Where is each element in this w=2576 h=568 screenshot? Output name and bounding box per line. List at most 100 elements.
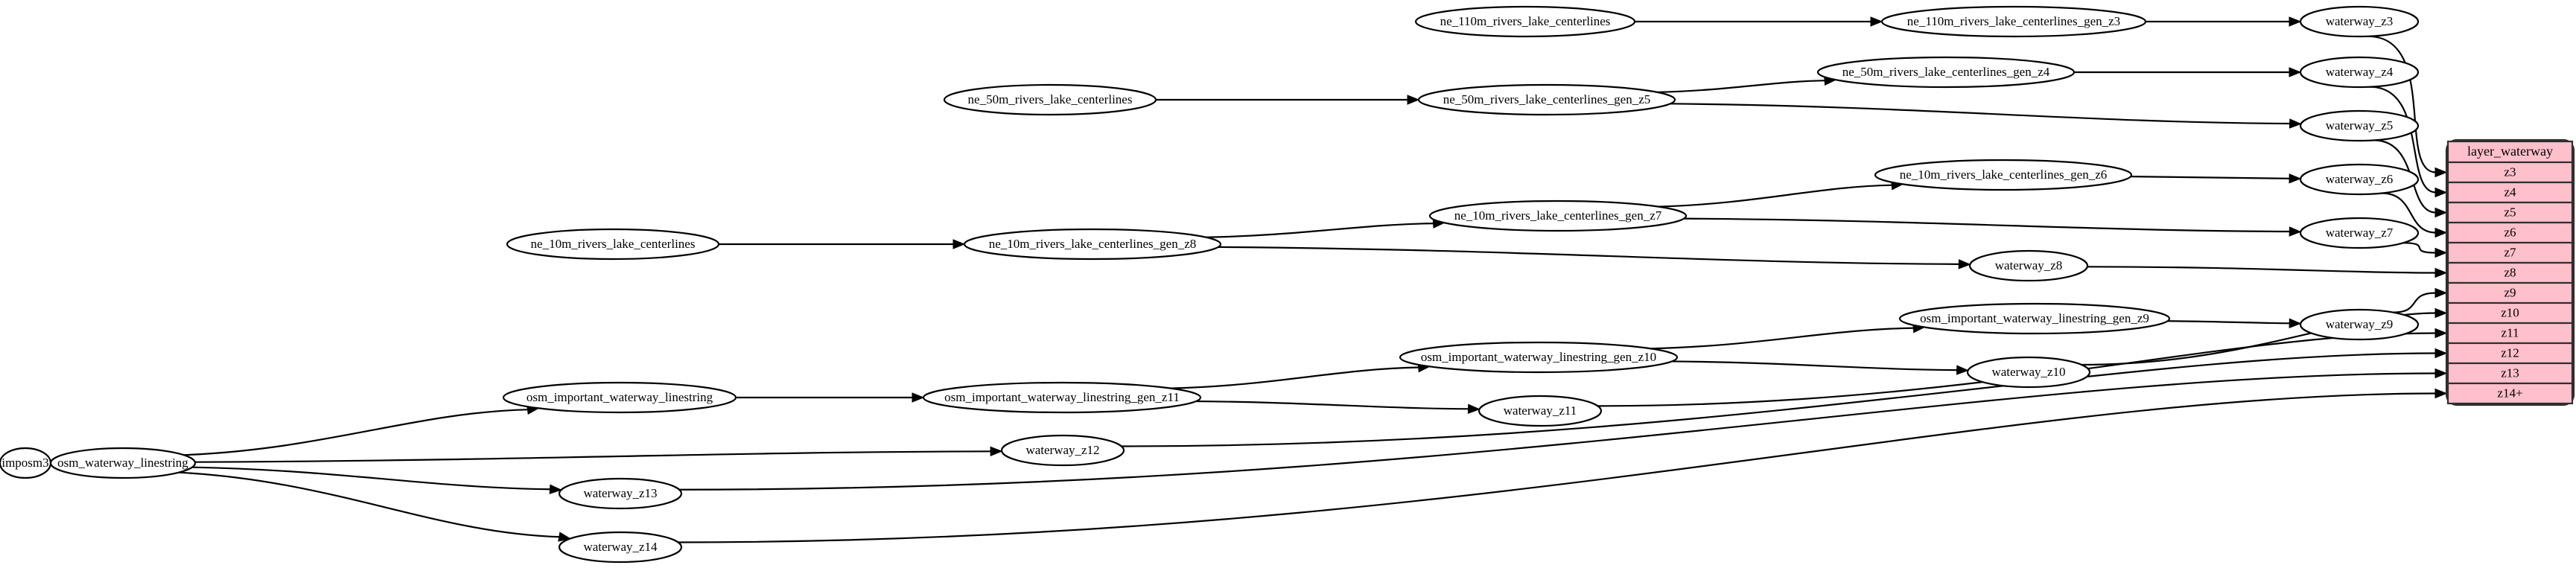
node-ne_110m_rivers_lake_centerlines_gen_z3[interactable]: ne_110m_rivers_lake_centerlines_gen_z3 xyxy=(1880,5,2147,38)
table-row-z4[interactable] xyxy=(2446,181,2574,204)
edge-ne_50m_rivers_lake_centerlines_gen_z5-to-ne_50m_rivers_lake_centerlines_gen_z4 xyxy=(1656,80,1826,93)
table-row-z3[interactable] xyxy=(2446,161,2574,184)
node-label: waterway_z6 xyxy=(2326,172,2394,186)
edge-waterway_z13-to-layer_waterway_z13 xyxy=(679,372,2437,491)
node-ne_110m_rivers_lake_centerlines[interactable]: ne_110m_rivers_lake_centerlines xyxy=(1414,5,1636,38)
node-waterway_z10[interactable]: waterway_z10 xyxy=(1966,356,2091,389)
node-osm_important_waterway_linestring_gen_z9[interactable]: osm_important_waterway_linestring_gen_z9 xyxy=(1898,302,2171,335)
edge-osm_waterway_linestring-to-waterway_z14 xyxy=(178,471,560,538)
table-row-label: z14+ xyxy=(2497,386,2522,400)
node-imposm3[interactable]: imposm3 xyxy=(0,447,52,479)
node-osm_important_waterway_linestring_gen_z11[interactable]: osm_important_waterway_linestring_gen_z1… xyxy=(922,381,1202,414)
node-waterway_z13[interactable]: waterway_z13 xyxy=(558,477,683,510)
node-shape xyxy=(1874,159,2133,191)
node-shape xyxy=(1898,302,2171,335)
table-row-z10[interactable] xyxy=(2446,301,2574,325)
node-shape xyxy=(1428,200,1688,232)
node-ne_50m_rivers_lake_centerlines_gen_z5[interactable]: ne_50m_rivers_lake_centerlines_gen_z5 xyxy=(1417,83,1676,116)
edge-ne_10m_rivers_lake_centerlines_gen_z7-to-ne_10m_rivers_lake_centerlines_gen_z6 xyxy=(1658,184,1893,208)
edge-osm_waterway_linestring-to-waterway_z12 xyxy=(194,450,992,463)
node-shape xyxy=(1968,249,2089,282)
table-row-label: z3 xyxy=(2504,165,2516,179)
table-row-label: z5 xyxy=(2504,205,2516,219)
node-label: osm_important_waterway_linestring_gen_z1… xyxy=(1421,350,1656,364)
node-waterway_z14[interactable]: waterway_z14 xyxy=(558,531,683,564)
edge-waterway_z9-to-layer_waterway_z9 xyxy=(2393,292,2437,313)
edge-arrowhead xyxy=(2435,368,2448,379)
node-label: waterway_z14 xyxy=(583,540,658,554)
node-osm_waterway_linestring[interactable]: osm_waterway_linestring xyxy=(49,447,197,479)
table-row-z12[interactable] xyxy=(2446,342,2574,365)
node-waterway_z8[interactable]: waterway_z8 xyxy=(1968,249,2089,282)
node-osm_important_waterway_linestring_gen_z10[interactable]: osm_important_waterway_linestring_gen_z1… xyxy=(1399,341,1679,374)
node-label: ne_50m_rivers_lake_centerlines xyxy=(968,92,1133,106)
table-row-label: z9 xyxy=(2504,285,2516,299)
node-label: waterway_z9 xyxy=(2326,317,2394,331)
node-ne_50m_rivers_lake_centerlines[interactable]: ne_50m_rivers_lake_centerlines xyxy=(943,83,1157,116)
node-shape xyxy=(1399,341,1679,374)
node-shape xyxy=(1414,5,1636,38)
table-row-z7[interactable] xyxy=(2446,241,2574,264)
edge-arrowhead xyxy=(1870,16,1883,27)
node-shape xyxy=(2299,5,2420,38)
node-label: waterway_z13 xyxy=(583,486,657,500)
node-waterway_z12[interactable]: waterway_z12 xyxy=(1000,434,1125,467)
node-waterway_z7[interactable]: waterway_z7 xyxy=(2299,217,2420,249)
table-row-z11[interactable] xyxy=(2446,322,2574,345)
table-row-label: z13 xyxy=(2501,366,2519,380)
table-row-label: z4 xyxy=(2504,185,2516,199)
table-row-label: z12 xyxy=(2501,345,2519,360)
table-header-label: layer_waterway xyxy=(2467,144,2553,159)
node-ne_10m_rivers_lake_centerlines_gen_z8[interactable]: ne_10m_rivers_lake_centerlines_gen_z8 xyxy=(963,228,1222,261)
edge-layer xyxy=(39,16,2448,543)
table-row-z8[interactable] xyxy=(2446,261,2574,284)
node-label: waterway_z12 xyxy=(1025,443,1099,457)
node-shape xyxy=(502,381,737,414)
node-label: waterway_z7 xyxy=(2326,226,2394,240)
node-shape xyxy=(1000,434,1125,467)
node-shape xyxy=(943,83,1157,116)
node-label: waterway_z5 xyxy=(2326,118,2394,133)
node-label: waterway_z10 xyxy=(1991,365,2065,379)
node-osm_important_waterway_linestring[interactable]: osm_important_waterway_linestring xyxy=(502,381,737,414)
node-ne_10m_rivers_lake_centerlines_gen_z6[interactable]: ne_10m_rivers_lake_centerlines_gen_z6 xyxy=(1874,159,2133,191)
node-waterway_z9[interactable]: waterway_z9 xyxy=(2299,308,2420,341)
edge-arrowhead xyxy=(2435,167,2448,178)
edge-ne_10m_rivers_lake_centerlines_gen_z8-to-waterway_z8 xyxy=(1218,246,1960,265)
edge-waterway_z8-to-layer_waterway_z8 xyxy=(2087,266,2437,274)
table-row-label: z8 xyxy=(2504,265,2516,279)
node-label: imposm3 xyxy=(1,456,48,470)
node-label: osm_important_waterway_linestring_gen_z1… xyxy=(944,390,1180,404)
node-ne_50m_rivers_lake_centerlines_gen_z4[interactable]: ne_50m_rivers_lake_centerlines_gen_z4 xyxy=(1816,56,2076,89)
table-row-label: z7 xyxy=(2504,245,2516,259)
node-waterway_z3[interactable]: waterway_z3 xyxy=(2299,5,2420,38)
node-shape xyxy=(2299,308,2420,341)
edge-arrowhead xyxy=(2289,173,2302,184)
node-label: ne_10m_rivers_lake_centerlines xyxy=(531,237,696,251)
node-label: osm_important_waterway_linestring_gen_z9 xyxy=(1920,311,2149,325)
edge-arrowhead xyxy=(1467,403,1481,415)
edge-arrowhead xyxy=(2435,287,2448,299)
node-waterway_z5[interactable]: waterway_z5 xyxy=(2299,109,2420,142)
node-shape xyxy=(2299,217,2420,249)
table-row-z5[interactable] xyxy=(2446,201,2574,224)
edge-arrowhead xyxy=(2435,267,2448,278)
node-label: ne_10m_rivers_lake_centerlines_gen_z7 xyxy=(1454,208,1662,223)
node-waterway_z4[interactable]: waterway_z4 xyxy=(2299,56,2420,89)
node-waterway_z6[interactable]: waterway_z6 xyxy=(2299,163,2420,196)
node-waterway_z11[interactable]: waterway_z11 xyxy=(1478,395,1603,427)
node-shape xyxy=(49,447,197,479)
edge-osm_waterway_linestring-to-waterway_z13 xyxy=(191,466,551,491)
edge-arrowhead xyxy=(1958,259,1971,269)
edge-arrowhead xyxy=(1956,365,1969,375)
node-shape xyxy=(963,228,1222,261)
node-shape xyxy=(2299,109,2420,142)
node-ne_10m_rivers_lake_centerlines[interactable]: ne_10m_rivers_lake_centerlines xyxy=(506,228,720,261)
table-row-z14plus[interactable] xyxy=(2446,382,2574,405)
edge-arrowhead xyxy=(2289,318,2302,329)
table-row-z9[interactable] xyxy=(2446,281,2574,304)
node-ne_10m_rivers_lake_centerlines_gen_z7[interactable]: ne_10m_rivers_lake_centerlines_gen_z7 xyxy=(1428,200,1688,232)
edge-ne_10m_rivers_lake_centerlines_gen_z7-to-waterway_z7 xyxy=(1684,217,2291,233)
